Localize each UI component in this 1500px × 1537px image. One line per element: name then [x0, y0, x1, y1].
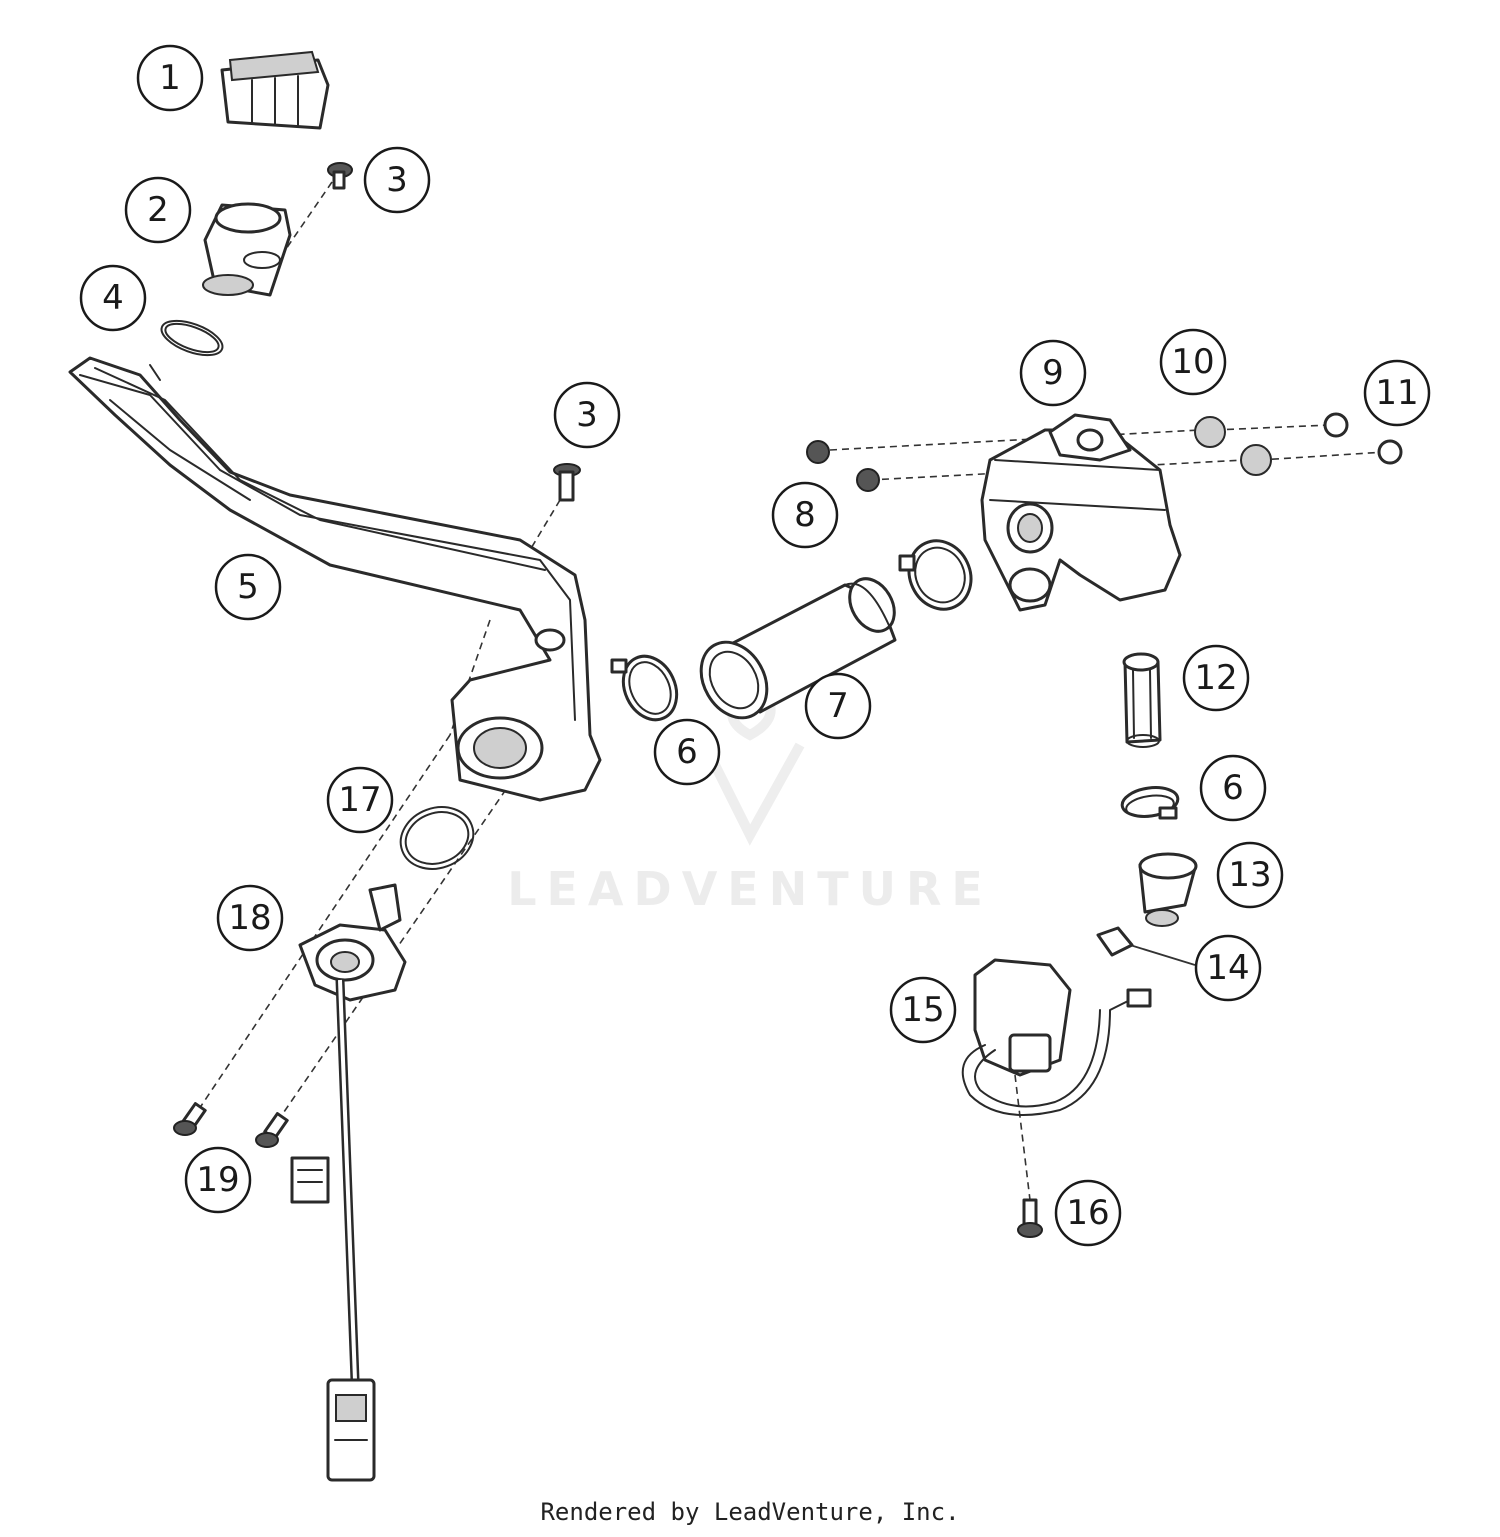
callout-5[interactable]: 5: [214, 553, 282, 621]
part-3-bolt-top: [327, 162, 353, 190]
part-17-o-ring: [399, 806, 475, 870]
part-19-screws: [173, 1102, 289, 1148]
callout-3-top[interactable]: 3: [363, 146, 431, 214]
callout-12[interactable]: 12: [1182, 644, 1250, 712]
callout-6-right[interactable]: 6: [1199, 754, 1267, 822]
callout-17[interactable]: 17: [326, 766, 394, 834]
callout-9[interactable]: 9: [1019, 339, 1087, 407]
svg-text:11: 11: [1375, 373, 1418, 413]
part-9-throttle-body: [980, 413, 1182, 612]
svg-text:7: 7: [827, 686, 849, 726]
svg-text:19: 19: [196, 1160, 239, 1200]
part-15-sensor: [961, 958, 1152, 1116]
svg-text:16: 16: [1066, 1193, 1109, 1233]
leader-lines: [194, 181, 1386, 1201]
svg-text:3: 3: [576, 395, 598, 435]
callout-14[interactable]: 14: [1194, 934, 1262, 1002]
callout-15[interactable]: 15: [889, 976, 957, 1044]
part-6-hose-clamp-right: [898, 539, 973, 611]
svg-text:4: 4: [102, 278, 124, 318]
svg-text:10: 10: [1171, 342, 1214, 382]
callout-11[interactable]: 11: [1363, 359, 1431, 427]
part-7-rubber-hose: [699, 577, 897, 720]
svg-text:14: 14: [1206, 948, 1249, 988]
svg-text:13: 13: [1228, 855, 1271, 895]
callout-16[interactable]: 16: [1054, 1179, 1122, 1247]
callout-18[interactable]: 18: [216, 884, 284, 952]
part-6-clamp-small: [1120, 786, 1180, 820]
part-12-filter-cylinder: [1122, 652, 1162, 748]
part-14-clip: [1096, 926, 1134, 957]
part-11-screws: [1323, 412, 1403, 465]
part-13-rubber-sleeve: [1138, 852, 1198, 927]
part-3-bolt-middle: [553, 463, 581, 502]
callout-3-middle[interactable]: 3: [553, 381, 621, 449]
svg-text:5: 5: [237, 567, 259, 607]
svg-text:9: 9: [1042, 353, 1064, 393]
part-2-intake-flange: [202, 202, 292, 297]
svg-text:2: 2: [147, 190, 169, 230]
part-5-intake-duct: [68, 356, 602, 802]
svg-text:3: 3: [386, 160, 408, 200]
part-8-nuts: [806, 440, 880, 492]
callout-4[interactable]: 4: [79, 264, 147, 332]
parts-diagram: LEADVENTURE: [68, 44, 1431, 1482]
callout-10[interactable]: 10: [1159, 328, 1227, 396]
svg-text:8: 8: [794, 495, 816, 535]
callout-13[interactable]: 13: [1216, 841, 1284, 909]
callout-19[interactable]: 19: [184, 1146, 252, 1214]
callout-2[interactable]: 2: [124, 176, 192, 244]
svg-text:15: 15: [901, 990, 944, 1030]
svg-text:6: 6: [1222, 768, 1244, 808]
svg-text:1: 1: [159, 58, 181, 98]
part-10-washers: [1194, 416, 1272, 476]
svg-text:18: 18: [228, 898, 271, 938]
callout-6-left[interactable]: 6: [653, 718, 721, 786]
svg-text:12: 12: [1194, 658, 1237, 698]
part-4-o-ring: [160, 319, 224, 357]
svg-text:6: 6: [676, 732, 698, 772]
watermark-text: LEADVENTURE: [507, 862, 993, 916]
callout-7[interactable]: 7: [804, 672, 872, 740]
callout-1[interactable]: 1: [136, 44, 204, 112]
svg-text:17: 17: [338, 780, 381, 820]
part-1-filter-block: [220, 50, 330, 130]
callout-8[interactable]: 8: [771, 481, 839, 549]
part-6-hose-clamp-left: [610, 654, 679, 722]
part-18-sensor-cable: [290, 883, 407, 1482]
footer-credit: Rendered by LeadVenture, Inc.: [540, 1498, 960, 1526]
part-16-screw: [1017, 1198, 1043, 1238]
